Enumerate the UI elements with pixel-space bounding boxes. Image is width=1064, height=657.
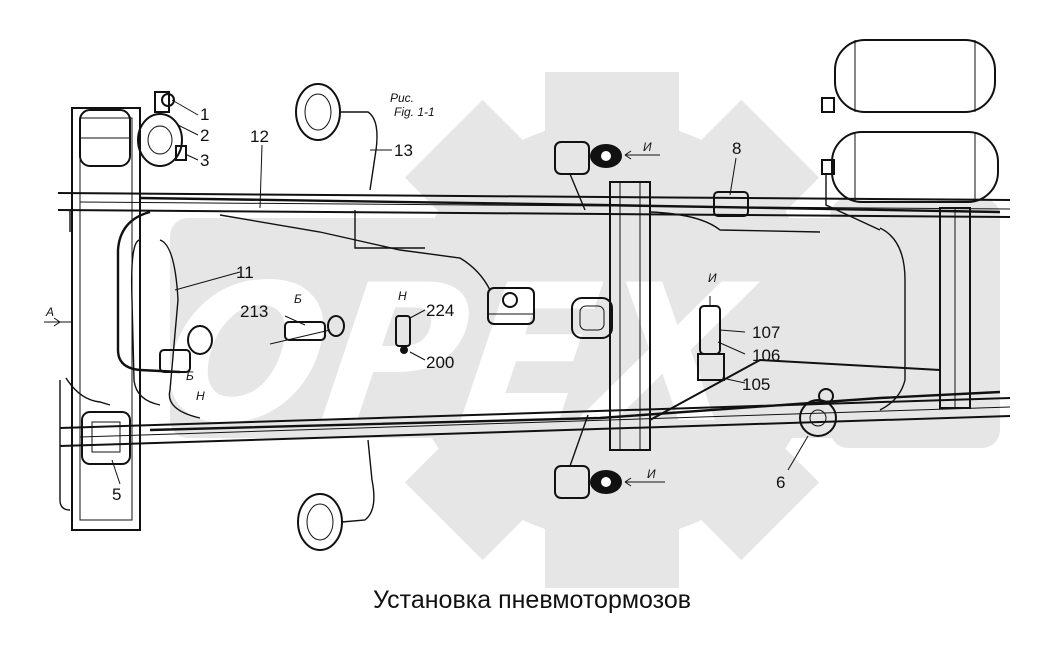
callout-213: 213 — [240, 302, 268, 321]
valve-200 — [395, 315, 411, 354]
callout-224: 224 — [426, 301, 454, 320]
callout-3: 3 — [200, 151, 209, 170]
callout-2: 2 — [200, 126, 209, 145]
view-letter-b-left: Б — [186, 369, 194, 383]
callout-12: 12 — [250, 127, 269, 146]
callout-13: 13 — [394, 141, 413, 160]
watermark-text: ОРЕХ — [150, 245, 767, 466]
callout-200: 200 — [426, 353, 454, 372]
arrow-i-top — [624, 150, 645, 160]
view-letter-i-top: И — [643, 140, 652, 154]
brake-chamber-top-left — [295, 83, 378, 191]
valve-5 — [81, 411, 131, 465]
view-letter-a: А — [45, 305, 54, 319]
view-letter-i-bottom: И — [647, 467, 656, 481]
leader-lines — [60, 99, 809, 485]
callout-6: 6 — [776, 473, 785, 492]
arrow-a — [44, 317, 62, 327]
callout-105: 105 — [742, 375, 770, 394]
view-letter-b-center: Б — [294, 292, 302, 306]
arrow-i-bottom — [624, 477, 645, 487]
pipelines — [59, 196, 1001, 511]
inspection-hatch — [571, 297, 613, 339]
valve-224 — [487, 287, 535, 325]
view-letter-i-right: И — [708, 271, 717, 285]
watermark-gear — [170, 72, 1000, 588]
figure-ref-line1: Рис. — [390, 91, 414, 105]
front-left-chamber-small — [159, 325, 213, 373]
figure-ref-line2: Fig. 1-1 — [394, 105, 435, 119]
compressor-6 — [799, 388, 837, 437]
figure-caption: Установка пневмотормозов — [372, 586, 692, 614]
rear-air-receivers — [821, 39, 999, 231]
view-letter-n-left: Н — [196, 389, 205, 403]
valve-213 — [269, 315, 345, 345]
callout-5: 5 — [112, 485, 121, 504]
brake-chamber-bottom-left — [297, 439, 375, 551]
callout-8: 8 — [732, 139, 741, 158]
view-letter-n-center: Н — [398, 289, 407, 303]
callout-106: 106 — [752, 346, 780, 365]
callout-11: 11 — [236, 263, 254, 282]
brake-chamber-bottom-right — [554, 414, 622, 499]
callout-107: 107 — [752, 323, 780, 342]
front-reservoir-assembly — [79, 91, 187, 167]
frame-rails — [57, 107, 1011, 531]
valve-8 — [713, 191, 749, 217]
callout-1: 1 — [200, 105, 209, 124]
